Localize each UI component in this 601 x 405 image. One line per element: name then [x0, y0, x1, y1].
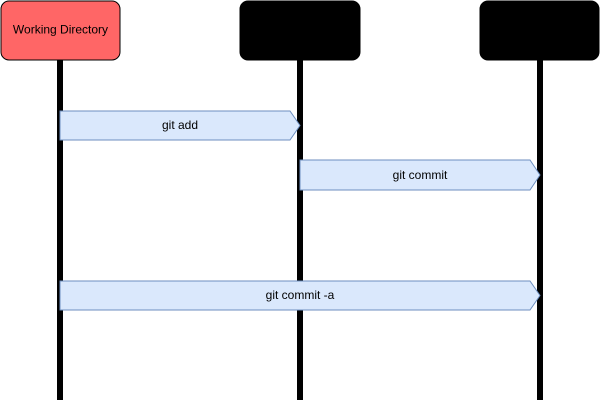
message-label: git commit -a: [266, 288, 335, 302]
message-arrow: [59, 280, 541, 311]
lifeline-working-directory: [57, 58, 63, 400]
participant-box: [239, 0, 361, 61]
participant-label: Working Directory: [13, 23, 108, 37]
message-git-commit-a: git commit -a: [59, 280, 541, 311]
participant-staging-area: Staging Area: [239, 0, 361, 61]
message-label: git add: [162, 118, 198, 132]
participant-working-directory: Working Directory: [0, 0, 121, 61]
message-arrow: [59, 110, 301, 141]
message-arrow: [299, 159, 541, 191]
participant-box: [0, 0, 121, 61]
lifeline-staging-area: [297, 58, 303, 400]
participant-label: Staging Area: [266, 23, 335, 37]
participant-label: Local Repositiory: [493, 23, 585, 37]
participant-box: [479, 0, 600, 61]
message-label: git commit: [393, 168, 448, 182]
message-git-add: git add: [59, 110, 301, 141]
lifeline-local-repository: [537, 58, 543, 400]
message-git-commit: git commit: [299, 159, 541, 191]
participant-local-repository: Local Repositiory: [479, 0, 600, 61]
